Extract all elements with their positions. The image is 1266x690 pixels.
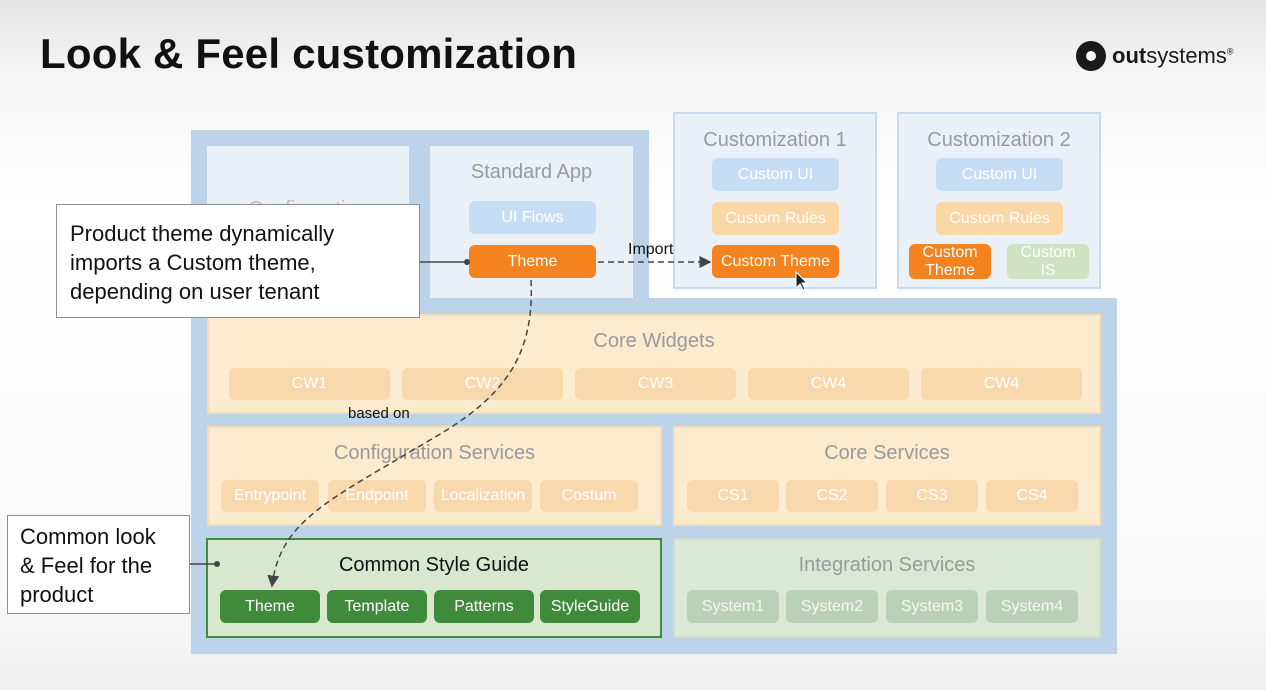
core-service-4: CS4: [986, 480, 1078, 512]
callout-product-theme-line1: Product theme dynamically: [70, 221, 335, 246]
core-widget-4: CW4: [748, 368, 909, 400]
style-guide-theme: Theme: [220, 590, 320, 623]
custom-is-line2: IS: [1040, 261, 1056, 279]
callout-common-look-line1: Common look: [20, 524, 156, 549]
custom-ui-box-1: Custom UI: [712, 158, 839, 191]
config-service-localization: Localization: [434, 480, 532, 512]
style-guide-patterns: Patterns: [434, 590, 534, 623]
based-on-label: based on: [348, 405, 410, 422]
callout-product-theme-line2: imports a Custom theme,: [70, 250, 316, 275]
custom-theme-2-line1: Custom: [922, 244, 978, 261]
style-guide-styleguide: StyleGuide: [540, 590, 640, 623]
outsystems-logo: outsystems®: [1076, 40, 1234, 72]
core-service-2: CS2: [786, 480, 878, 512]
core-widget-1: CW1: [229, 368, 390, 400]
core-services-title: Core Services: [824, 442, 950, 464]
core-service-3: CS3: [886, 480, 978, 512]
slide-title: Look & Feel customization: [40, 30, 578, 77]
core-widget-2: CW2: [402, 368, 563, 400]
core-widgets-title: Core Widgets: [593, 330, 715, 352]
custom-theme-box-1: Custom Theme: [712, 245, 839, 278]
custom-is-line1: Custom: [1020, 244, 1076, 261]
config-service-costum: Costum: [540, 480, 638, 512]
integration-services-title: Integration Services: [798, 554, 976, 576]
outsystems-logo-text: outsystems®: [1112, 43, 1234, 68]
custom-rules-box-2: Custom Rules: [936, 202, 1063, 235]
configuration-services-title: Configuration Services: [333, 442, 536, 464]
theme-box: Theme: [469, 245, 596, 278]
common-style-guide-panel: Common Style Guide: [206, 538, 662, 638]
outsystems-logo-icon: [1076, 41, 1106, 71]
integration-system-2: System2: [786, 590, 878, 623]
customization-1-title: Customization 1: [703, 129, 847, 151]
callout-product-theme-line3: depending on user tenant: [70, 279, 320, 304]
ui-flows-box: UI Flows: [469, 201, 596, 234]
config-service-endpoint: Endpoint: [328, 480, 426, 512]
callout-product-theme: Product theme dynamically imports a Cust…: [56, 204, 420, 318]
integration-system-1: System1: [687, 590, 779, 623]
standard-app-title: Standard App: [470, 161, 593, 183]
common-style-guide-title: Common Style Guide: [338, 554, 530, 576]
custom-ui-box-2: Custom UI: [936, 158, 1063, 191]
core-widget-3: CW3: [575, 368, 736, 400]
callout-common-look-line2: & Feel for the: [20, 553, 153, 578]
custom-is-box-2: Custom IS: [1007, 244, 1089, 279]
integration-services-panel: Integration Services: [673, 538, 1101, 638]
callout-common-look-line3: product: [20, 582, 94, 607]
core-widget-5: CW4: [921, 368, 1082, 400]
custom-rules-box-1: Custom Rules: [712, 202, 839, 235]
custom-theme-2-line2: Theme: [925, 261, 975, 279]
customization-2-title: Customization 2: [927, 129, 1071, 151]
custom-theme-box-2: Custom Theme: [909, 244, 991, 279]
style-guide-template: Template: [327, 590, 427, 623]
config-service-entrypoint: Entrypoint: [221, 480, 319, 512]
import-label: Import: [628, 241, 674, 258]
integration-system-4: System4: [986, 590, 1078, 623]
core-service-1: CS1: [687, 480, 779, 512]
callout-common-look: Common look & Feel for the product: [7, 515, 190, 614]
integration-system-3: System3: [886, 590, 978, 623]
